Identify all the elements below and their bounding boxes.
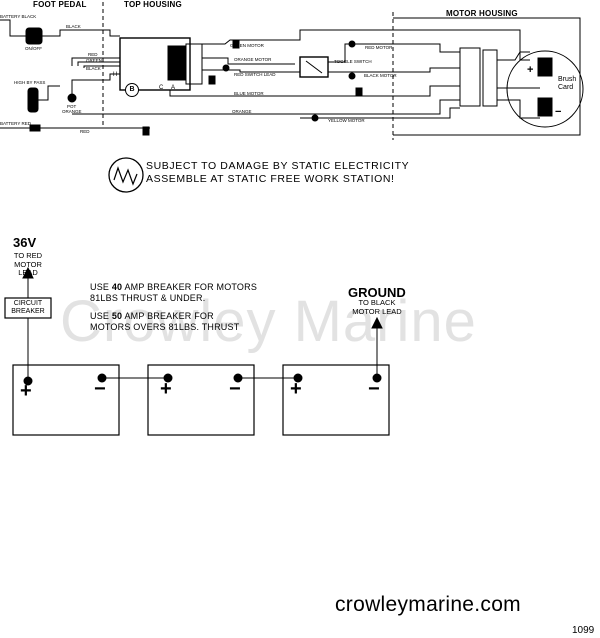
wire-red-pedal — [71, 57, 120, 66]
wire-brush-2 — [497, 99, 540, 119]
label-orange-left: ORANGE — [62, 109, 82, 114]
cell2-neg-terminal — [233, 373, 243, 383]
wire-orange-bottom — [72, 99, 460, 115]
circuit-breaker-label: CIRCUIT BREAKER — [11, 300, 45, 315]
label-black-1: BLACK — [66, 24, 81, 29]
to-black-motor-lead: TO BLACK MOTOR LEAD — [352, 298, 402, 316]
ground-label: GROUND — [348, 285, 406, 300]
label-red: RED — [88, 52, 98, 57]
terminal-block-inner — [482, 49, 498, 107]
to-red-motor-lead: TO RED MOTOR LEAD — [13, 251, 43, 277]
controller-board — [119, 37, 191, 91]
label-black-motor: BLACK MOTOR — [364, 73, 397, 78]
label-high-by-pass: HIGH BY PASS — [14, 80, 46, 85]
watermark: Crowley Marine — [60, 289, 477, 354]
cell-2-plus: + — [160, 378, 172, 400]
controller-module — [167, 45, 187, 81]
relay-box — [185, 43, 203, 85]
brush-plus-sign: + — [527, 64, 534, 76]
label-on-off: ON/OFF — [25, 46, 42, 51]
board-letter-c: C — [159, 85, 164, 91]
label-toggle-switch: TOGGLE SWITCH — [334, 59, 372, 64]
label-yellow-motor: YELLOW MOTOR — [328, 118, 365, 123]
label-black-2: BLACK — [86, 66, 101, 71]
brush-top — [537, 57, 553, 77]
label-red-switch-lead: RED SWITCH LEAD — [234, 72, 276, 77]
label-green-motor: GREEN MOTOR — [230, 43, 264, 48]
label-orange: ORANGE — [232, 109, 252, 114]
circuit-breaker-box — [4, 297, 52, 319]
cell-3-minus: − — [368, 378, 380, 400]
brush-bottom — [537, 97, 553, 117]
wire-green-motor — [200, 29, 530, 61]
wire-blue-motor — [169, 85, 460, 97]
voltage-label: 36V — [13, 235, 37, 250]
label-battery-red: BATTERY RED — [0, 121, 32, 126]
section-motor-housing: MOTOR HOUSING — [446, 9, 518, 18]
cell1-neg-terminal — [97, 373, 107, 383]
toggle-switch — [299, 56, 329, 78]
label-battery-black: BATTERY BLACK — [0, 14, 37, 19]
label-green: GREEN — [86, 58, 103, 63]
label-red-motor: RED MOTOR — [365, 45, 393, 50]
pot-knob — [67, 93, 77, 103]
wire-green-pedal — [77, 61, 120, 66]
label-blue-motor: BLUE MOTOR — [234, 91, 264, 96]
battery-cell-3 — [282, 364, 390, 436]
cell2-pos-terminal — [163, 373, 173, 383]
battery-red-fuse — [29, 124, 41, 132]
breaker-note-50: USE 50 AMP BREAKER FOR MOTORS OVERS 81LB… — [90, 311, 240, 332]
wire-red-motor — [328, 43, 460, 63]
board-letter-a: A — [171, 85, 176, 91]
wire-black-pedal-2 — [83, 65, 120, 68]
page-number: 1099 — [572, 625, 595, 636]
cell-3-plus: + — [290, 378, 302, 400]
terminal-block — [459, 47, 481, 107]
arrow-ground — [371, 316, 383, 329]
cell1-pos-terminal — [23, 376, 33, 386]
wire-pot — [71, 73, 120, 96]
on-off-switch — [25, 27, 43, 45]
battery-cell-1 — [12, 364, 120, 436]
cell3-pos-terminal — [293, 373, 303, 383]
cell-1-minus: − — [94, 378, 106, 400]
wire-orange-motor — [202, 57, 295, 65]
wire-black-motor — [328, 67, 460, 73]
label-orange-motor: ORANGE MOTOR — [234, 57, 272, 62]
section-foot-pedal: FOOT PEDAL — [33, 0, 87, 9]
board-letter-h: H — [113, 72, 118, 78]
label-pot: POT — [67, 104, 77, 109]
wire-red-switch — [202, 69, 300, 73]
breaker-note-40: USE 40 AMP BREAKER FOR MOTORS 81LBS THRU… — [90, 282, 258, 303]
brush-card-circle — [506, 50, 584, 128]
brush-card-label: Brush Card — [558, 76, 577, 91]
cell-2-minus: − — [229, 378, 241, 400]
cell3-neg-terminal — [372, 373, 382, 383]
label-red-bottom: RED — [80, 129, 90, 134]
wire-yellow — [300, 107, 460, 119]
wire-black-pedal — [42, 29, 120, 37]
wire-highbypass — [36, 85, 60, 101]
static-warning-symbol — [108, 157, 144, 193]
section-top-housing: TOP HOUSING — [124, 0, 182, 9]
motor-housing-outline — [393, 17, 581, 136]
wire-black-motor-2 — [497, 51, 530, 61]
battery-cell-2 — [147, 364, 255, 436]
arrow-36v — [22, 266, 34, 279]
cell-1-plus: + — [20, 380, 32, 402]
wire-battery-black — [0, 19, 26, 37]
website-link[interactable]: crowleymarine.com — [335, 593, 521, 616]
board-letter-b: B — [125, 83, 139, 97]
high-bypass-switch — [27, 87, 39, 113]
brush-minus-sign: − — [555, 106, 562, 118]
static-warning-text: SUBJECT TO DAMAGE BY STATIC ELECTRICITY … — [146, 160, 410, 185]
